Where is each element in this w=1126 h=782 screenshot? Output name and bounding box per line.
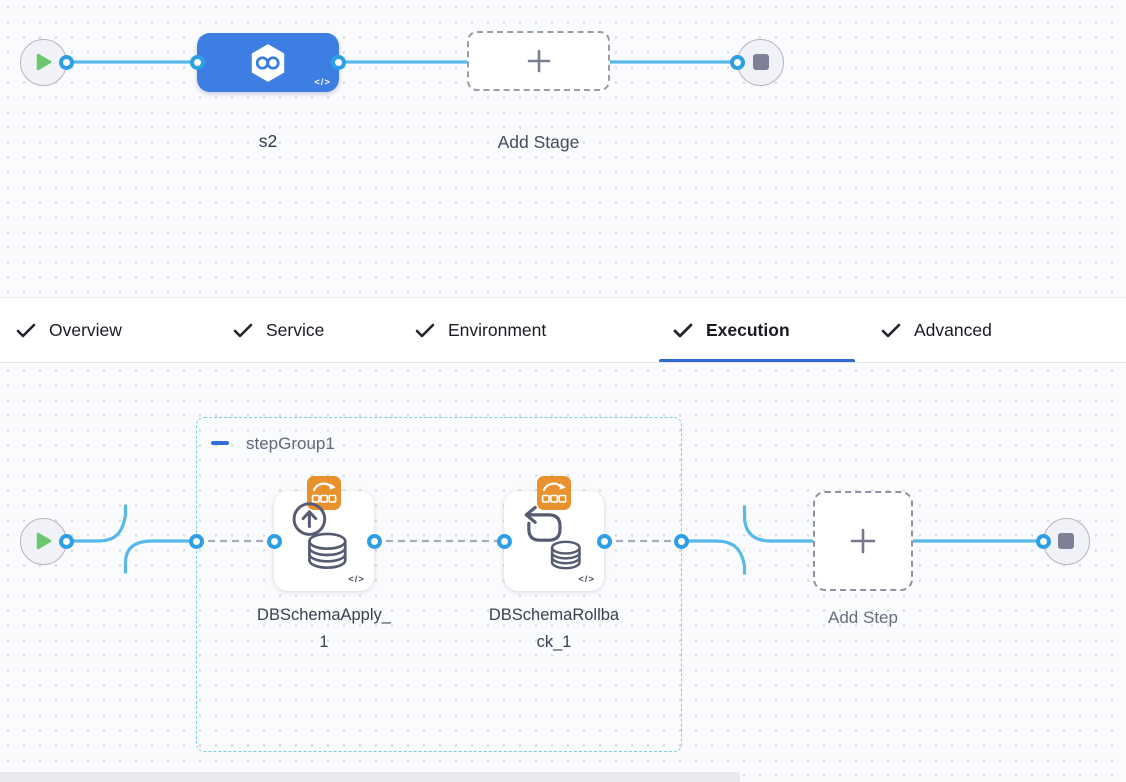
link-port <box>729 54 745 70</box>
tab-environment[interactable]: Environment <box>415 298 546 362</box>
tab-overview[interactable]: Overview <box>16 298 122 362</box>
plus-icon <box>850 528 876 554</box>
tab-label: Service <box>266 319 325 340</box>
link-port <box>58 533 74 549</box>
step-group-label[interactable]: stepGroup1 <box>246 434 335 453</box>
check-icon <box>16 323 36 338</box>
step-node-dbschemaapply[interactable]: </> <box>274 476 374 591</box>
tab-label: Overview <box>49 319 122 340</box>
code-icon[interactable]: </> <box>348 574 365 585</box>
collapse-step-group-button[interactable] <box>211 436 233 450</box>
tab-execution[interactable]: Execution <box>673 298 790 362</box>
pipeline-end-node <box>737 38 784 86</box>
link-port <box>189 54 205 70</box>
check-icon <box>233 323 253 338</box>
stop-icon <box>752 54 769 70</box>
minus-icon <box>211 440 229 446</box>
db-schema-rollback-icon <box>524 505 581 570</box>
add-step-button[interactable] <box>813 491 913 591</box>
link-port <box>266 533 282 549</box>
stop-icon <box>1058 533 1074 549</box>
add-stage-button[interactable] <box>467 31 610 91</box>
code-icon[interactable]: </> <box>578 574 595 585</box>
stage-label: s2 <box>258 131 278 151</box>
add-step-label: Add Step <box>828 608 898 627</box>
step-label-dbschemaapply: DBSchemaApply_1 <box>257 606 391 651</box>
infinity-hexagon-icon <box>251 43 285 82</box>
step-label-dbschemarollback: DBSchemaRollback_1 <box>488 606 620 651</box>
stage-node-s2[interactable]: </> <box>197 33 339 92</box>
check-icon <box>673 323 693 338</box>
play-icon <box>36 53 51 71</box>
link-port <box>366 533 382 549</box>
tab-advanced[interactable]: Advanced <box>881 298 992 362</box>
link-port <box>58 54 74 70</box>
add-stage-label: Add Stage <box>497 132 580 152</box>
step-template-badge-icon <box>537 476 571 510</box>
link-port <box>596 533 612 549</box>
bottom-panel-edge <box>0 772 740 782</box>
link-port <box>188 533 204 549</box>
check-icon <box>881 323 901 338</box>
code-icon[interactable]: </> <box>314 77 331 88</box>
play-icon <box>36 532 51 550</box>
plus-icon <box>527 49 550 73</box>
link-port <box>1035 533 1051 549</box>
step-node-dbschemarollback[interactable]: </> <box>504 476 604 591</box>
stage-config-tabbar: Overview Service Environment Execution A… <box>0 297 1126 363</box>
link-port <box>330 54 346 70</box>
active-tab-indicator <box>659 358 855 362</box>
step-template-badge-icon <box>307 476 341 510</box>
tab-label: Advanced <box>914 319 992 340</box>
link-port <box>673 533 689 549</box>
tab-label: Execution <box>706 319 790 340</box>
check-icon <box>415 323 435 338</box>
link-port <box>496 533 512 549</box>
db-schema-apply-icon <box>292 502 347 569</box>
step-group-box <box>196 417 682 752</box>
tab-label: Environment <box>448 319 547 340</box>
tab-service[interactable]: Service <box>233 298 324 362</box>
